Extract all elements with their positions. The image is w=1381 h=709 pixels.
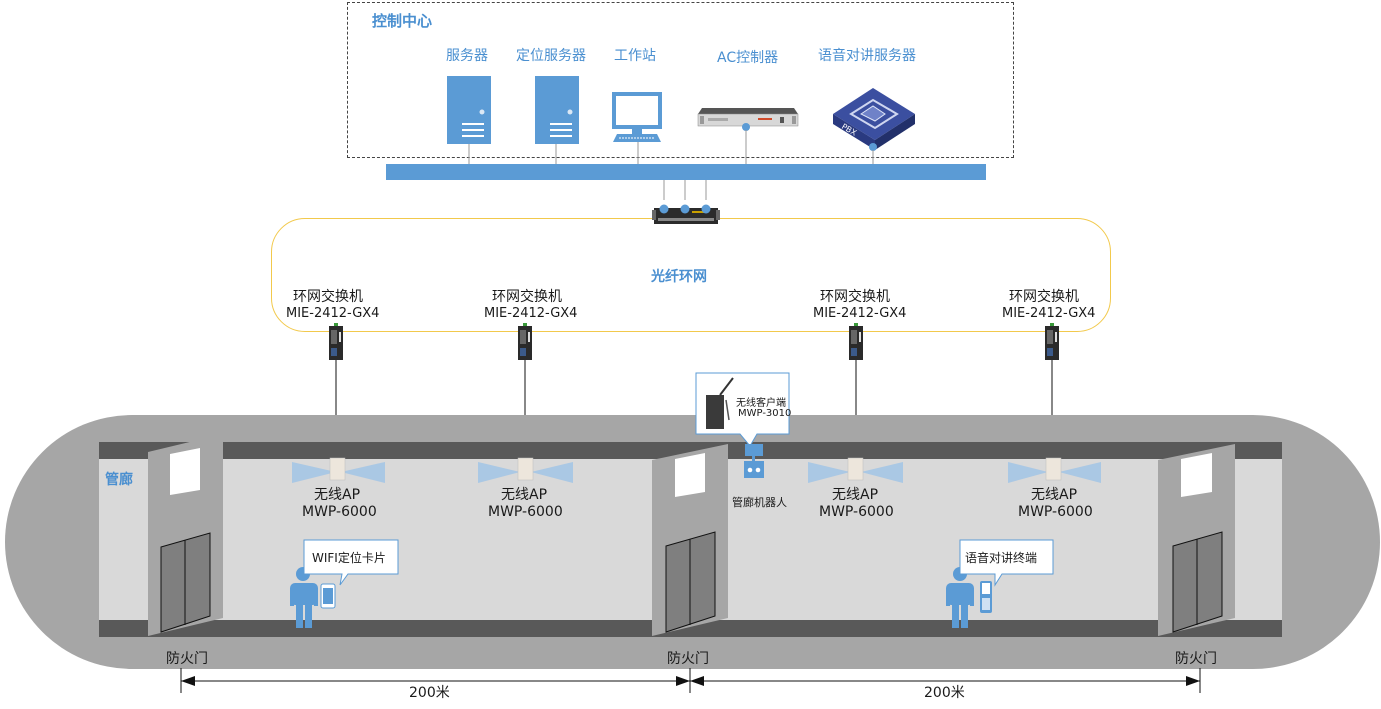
ring-switch-name: 环网交换机	[1009, 289, 1079, 305]
device-label-server: 服务器	[446, 48, 488, 64]
ap-4	[1008, 457, 1101, 483]
server-icon	[535, 76, 579, 144]
workstation-icon	[612, 92, 662, 142]
wifi-card-label: WIFI定位卡片	[312, 551, 386, 565]
device-label-intercom-server: 语音对讲服务器	[818, 48, 916, 64]
ring-switch-icon	[329, 323, 343, 360]
fire-door-1	[148, 434, 223, 636]
fire-door-label: 防火门	[166, 651, 208, 667]
ap-model: MWP-6000	[302, 504, 377, 520]
fiber-ring-label: 光纤环网	[651, 269, 707, 285]
ring-switch-name: 环网交换机	[492, 289, 562, 305]
pbx-icon: PBX	[833, 88, 915, 151]
device-label-location-server: 定位服务器	[516, 48, 586, 64]
ap-2	[478, 457, 573, 483]
ring-switch-name: 环网交换机	[293, 289, 363, 305]
intercom-callout	[959, 539, 1054, 587]
server-icon	[447, 76, 491, 144]
ap-name: 无线AP	[832, 487, 879, 503]
intercom-terminal-icon	[980, 581, 992, 613]
ap-model: MWP-6000	[819, 504, 894, 520]
tunnel-label: 管廊	[105, 472, 133, 488]
control-center-title: 控制中心	[372, 12, 433, 30]
backbone-bus	[386, 164, 986, 180]
ap-name: 无线AP	[501, 487, 548, 503]
fire-door-3	[1158, 444, 1235, 636]
distance-label: 200米	[409, 685, 450, 701]
device-label-workstation: 工作站	[614, 48, 656, 64]
distance-label: 200米	[924, 685, 965, 701]
fire-door-label: 防火门	[1175, 651, 1217, 667]
ring-switch-icon	[1045, 323, 1059, 360]
core-switch-icon	[652, 204, 720, 224]
person-icon	[290, 567, 318, 628]
wireless-client-name: 无线客户端	[736, 398, 786, 409]
intercom-terminal-label: 语音对讲终端	[965, 551, 1038, 565]
ap-model: MWP-6000	[1018, 504, 1093, 520]
wifi-card-icon	[320, 583, 336, 609]
ap-name: 无线AP	[1031, 487, 1078, 503]
device-label-ac-controller: AC控制器	[717, 50, 779, 66]
rack-controller-icon	[697, 108, 799, 131]
fire-door-label: 防火门	[667, 651, 709, 667]
control-center-box	[347, 2, 1014, 158]
ring-switch-model: MIE-2412-GX4	[286, 306, 380, 321]
ap-1	[292, 457, 385, 483]
ring-switch-model: MIE-2412-GX4	[813, 306, 907, 321]
ring-switch-model: MIE-2412-GX4	[1002, 306, 1096, 321]
ap-3	[808, 457, 903, 483]
ap-model: MWP-6000	[488, 504, 563, 520]
wireless-client-callout	[695, 372, 790, 447]
ring-switch-model: MIE-2412-GX4	[484, 306, 578, 321]
ring-switch-name: 环网交换机	[820, 289, 890, 305]
ring-switch-icon	[849, 323, 863, 360]
robot-label: 管廊机器人	[732, 496, 787, 509]
ap-name: 无线AP	[314, 487, 361, 503]
fire-door-2	[652, 444, 728, 636]
ring-switch-icon	[518, 323, 532, 360]
control-center-links	[468, 130, 874, 200]
wireless-client-model: MWP-3010	[738, 408, 792, 419]
wifi-card-callout	[303, 539, 399, 586]
pipe-gallery-robot-icon	[744, 444, 764, 478]
